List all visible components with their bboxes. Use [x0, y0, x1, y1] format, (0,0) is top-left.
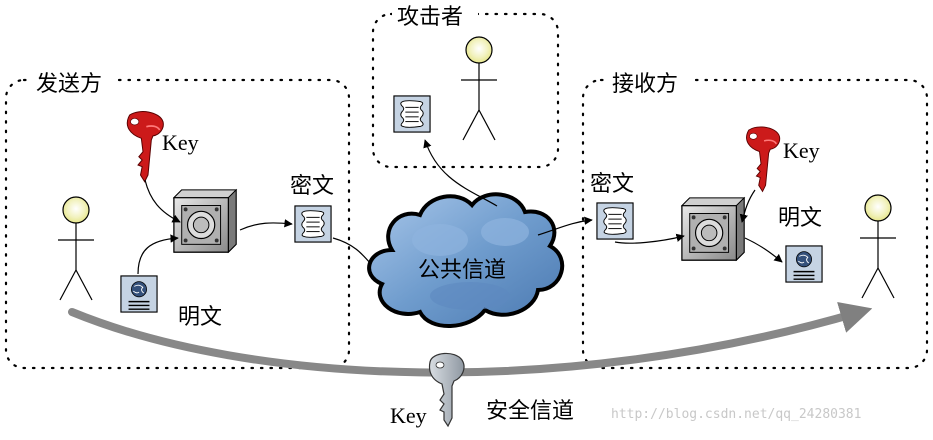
public-channel-cloud — [367, 192, 565, 328]
attacker-group-frame — [371, 12, 560, 169]
secure-key-icon — [428, 352, 465, 428]
arrow-key-to-encryptor — [144, 179, 181, 223]
receiver-person-icon — [859, 194, 897, 299]
sender-group-frame — [4, 78, 351, 370]
arrow-decryptor-to-plaintext — [744, 237, 783, 263]
receiver-decryptor-icon — [681, 197, 745, 261]
sender-key-label: Key — [162, 130, 199, 155]
sender-plaintext-label: 明文 — [178, 305, 222, 330]
receiver-key-icon — [745, 126, 781, 193]
attacker-ciphertext-doc-icon — [393, 95, 431, 133]
sender-encryptor-icon — [173, 189, 237, 253]
arrow-cloud-to-receiver-ciphertext — [537, 216, 593, 236]
public-channel-label: 公共信道 — [418, 258, 506, 283]
arrow-encryptor-to-ciphertext — [239, 219, 293, 231]
receiver-ciphertext-doc-icon — [596, 202, 634, 240]
arrow-cloud-to-attacker — [423, 139, 498, 207]
receiver-plaintext-label: 明文 — [778, 206, 822, 231]
sender-plaintext-doc-icon — [120, 275, 158, 313]
receiver-group-title: 接收方 — [612, 72, 678, 97]
sender-person-icon — [57, 196, 95, 301]
sender-ciphertext-doc-icon — [294, 205, 332, 243]
watermark-url: http://blog.csdn.net/qq_24280381 — [611, 407, 861, 422]
receiver-key-label: Key — [783, 138, 820, 163]
arrow-receiver-ciphertext-to-decryptor — [614, 233, 685, 244]
receiver-plaintext-doc-icon — [785, 245, 823, 283]
receiver-ciphertext-label: 密文 — [590, 172, 634, 197]
sender-key-icon — [126, 110, 165, 183]
receiver-group-frame — [581, 78, 929, 370]
arrow-receiver-key-to-decryptor — [739, 189, 756, 223]
secure-channel-arrow — [68, 302, 873, 377]
secure-key-label: Key — [390, 403, 427, 428]
attacker-group-title: 攻击者 — [397, 5, 463, 30]
sender-ciphertext-label: 密文 — [290, 174, 334, 199]
arrow-plaintext-to-encryptor — [137, 234, 179, 275]
attacker-person-icon — [460, 36, 498, 141]
sender-group-title: 发送方 — [36, 72, 102, 97]
secure-channel-label: 安全信道 — [486, 399, 574, 424]
